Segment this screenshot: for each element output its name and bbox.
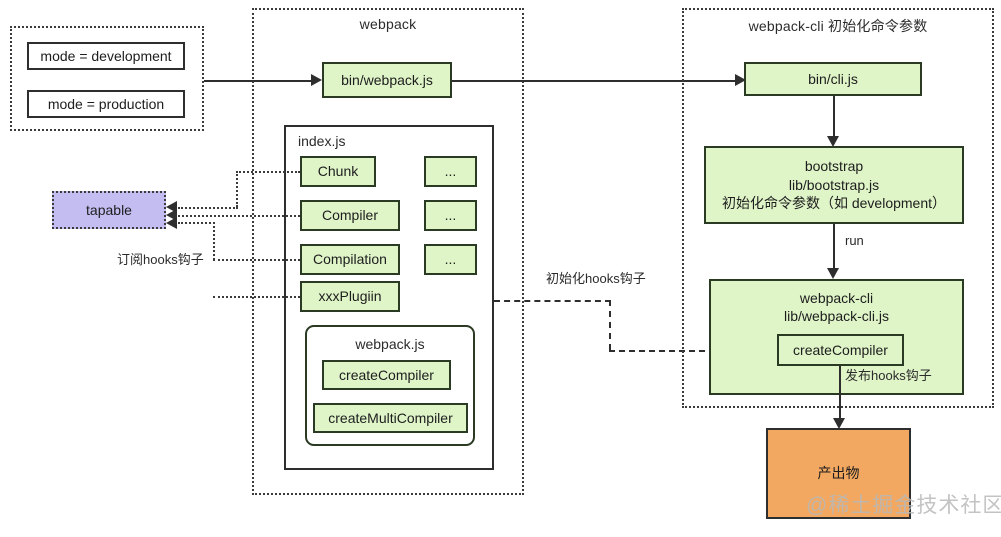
edge-init-hooks-h1 — [494, 300, 611, 302]
node-bin-cli-js-label: bin/cli.js — [808, 70, 858, 87]
node-ellipsis-3[interactable]: ... — [424, 244, 477, 275]
edge-binwebpack-to-bincli — [452, 80, 739, 82]
node-webpack-cli[interactable]: webpack-cli lib/webpack-cli.js — [709, 279, 964, 395]
node-compiler[interactable]: Compiler — [300, 200, 400, 231]
edge-bootstrap-to-webpackcli — [833, 224, 835, 272]
edge-tapable-arrowhead-1 — [166, 201, 177, 213]
edge-compilation-to-tapable-h2 — [178, 222, 215, 224]
edge-label-subscribe-hooks: 订阅hooks钩子 — [117, 252, 204, 267]
edge-chunk-to-tapable-h2 — [178, 207, 238, 209]
node-bin-cli-js[interactable]: bin/cli.js — [744, 62, 922, 96]
edge-chunk-to-tapable-h — [236, 171, 300, 173]
node-webpack-cli-line1: webpack-cli — [799, 290, 874, 306]
node-bin-webpack-js[interactable]: bin/webpack.js — [322, 62, 452, 98]
edge-label-init-hooks: 初始化hooks钩子 — [546, 271, 646, 286]
edge-compilation-to-tapable-h — [213, 259, 300, 261]
node-create-multi-compiler[interactable]: createMultiCompiler — [313, 403, 468, 433]
group-webpack-cli: webpack-cli 初始化命令参数 — [682, 8, 994, 408]
node-bootstrap-line1: bootstrap — [804, 158, 864, 175]
edge-chunk-to-tapable-v — [236, 171, 238, 207]
node-mode-development-label: mode = development — [40, 47, 172, 64]
node-ellipsis-2-label: ... — [444, 207, 457, 224]
node-create-multi-compiler-label: createMultiCompiler — [328, 409, 453, 426]
node-create-compiler-cli[interactable]: createCompiler — [777, 334, 904, 366]
node-ellipsis-1[interactable]: ... — [424, 156, 477, 187]
node-create-compiler[interactable]: createCompiler — [322, 360, 451, 390]
node-xxx-plugin[interactable]: xxxPlugiin — [300, 281, 400, 312]
node-tapable[interactable]: tapable — [52, 191, 166, 229]
node-output-label: 产出物 — [817, 465, 860, 482]
edge-label-run: run — [845, 233, 864, 248]
group-webpack: webpack — [252, 8, 524, 495]
node-compilation-label: Compilation — [313, 251, 387, 268]
edge-label-publish-hooks: 发布hooks钩子 — [845, 368, 932, 383]
edge-binwebpack-to-bincli-arrowhead — [735, 74, 746, 86]
node-tapable-label: tapable — [86, 201, 132, 218]
edge-bincli-to-bootstrap-arrowhead — [827, 136, 839, 147]
node-ellipsis-3-label: ... — [444, 251, 457, 268]
node-bootstrap-line3: 初始化命令参数（如 development） — [721, 195, 947, 212]
node-output[interactable]: 产出物 — [766, 428, 911, 519]
node-bootstrap[interactable]: bootstrap lib/bootstrap.js 初始化命令参数（如 dev… — [704, 146, 964, 224]
node-create-compiler-label: createCompiler — [339, 366, 434, 383]
edge-xxxplugin-to-tapable-h — [213, 296, 300, 298]
node-compiler-label: Compiler — [321, 207, 378, 224]
edge-bootstrap-to-webpackcli-arrowhead — [827, 268, 839, 279]
edge-createcompiler-to-output-arrowhead — [833, 418, 845, 429]
node-chunk[interactable]: Chunk — [300, 156, 376, 187]
node-compilation[interactable]: Compilation — [300, 244, 400, 275]
edge-init-hooks-h2 — [609, 350, 765, 352]
edge-tapable-arrowhead-3 — [166, 217, 177, 229]
node-chunk-label: Chunk — [317, 163, 359, 180]
edge-bincli-to-bootstrap — [833, 96, 835, 138]
node-mode-development[interactable]: mode = development — [27, 42, 185, 70]
group-mode — [10, 26, 204, 131]
node-mode-production-label: mode = production — [47, 95, 165, 112]
edge-init-hooks-v — [609, 300, 611, 350]
edge-mode-to-binwebpack — [204, 80, 314, 82]
edge-compiler-to-tapable-h — [178, 215, 300, 217]
edge-createcompiler-to-output — [839, 366, 841, 423]
group-webpack-title: webpack — [359, 16, 417, 32]
node-bootstrap-line2: lib/bootstrap.js — [788, 176, 880, 193]
group-index-js-title: index.js — [298, 133, 346, 149]
edge-tapable-arrowhead-2 — [166, 209, 177, 221]
node-bin-webpack-js-label: bin/webpack.js — [341, 71, 433, 88]
node-xxx-plugin-label: xxxPlugiin — [318, 288, 382, 305]
node-ellipsis-2[interactable]: ... — [424, 200, 477, 231]
group-webpack-js-title: webpack.js — [355, 336, 425, 352]
node-webpack-cli-line2: lib/webpack-cli.js — [783, 308, 890, 325]
edge-compilation-to-tapable-v — [213, 222, 215, 260]
group-webpack-cli-title: webpack-cli 初始化命令参数 — [748, 18, 928, 34]
node-mode-production[interactable]: mode = production — [27, 90, 185, 118]
node-create-compiler-cli-label: createCompiler — [793, 341, 888, 358]
node-ellipsis-1-label: ... — [444, 163, 457, 180]
edge-mode-to-binwebpack-arrowhead — [311, 74, 322, 86]
